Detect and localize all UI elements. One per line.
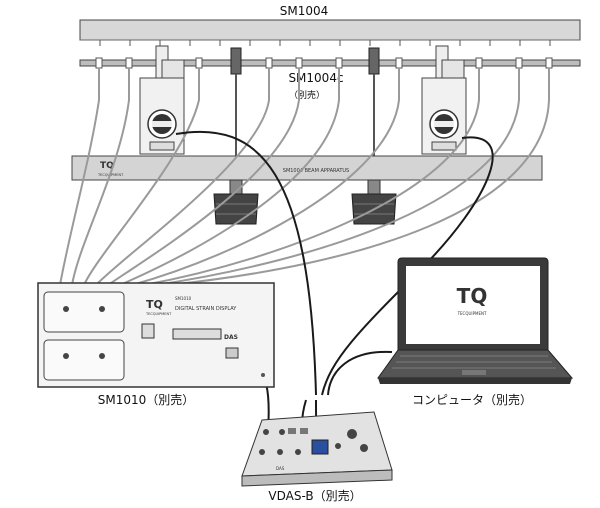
top-frame: [79, 19, 581, 46]
sm1010-model: SM1010: [175, 296, 192, 301]
label-vdas-b: VDAS-B（別売）: [268, 488, 361, 503]
sm1010-logo: TQ: [146, 298, 163, 311]
support-right: [421, 45, 467, 155]
laptop-brand: TECQUIPMENT: [457, 311, 487, 316]
sm1010-unit: TQ TECQUIPMENT SM1010 DIGITAL STRAIN DIS…: [37, 282, 275, 388]
plate-title: SM1004 BEAM APPARATUS: [283, 168, 349, 174]
vdas-b-box: DAS: [241, 411, 393, 487]
sm1010-brand: TECQUIPMENT: [145, 312, 172, 316]
gauge-cables: [59, 68, 550, 286]
vdas-port-label: DAS: [276, 466, 285, 471]
das-port-label: DAS: [224, 334, 238, 341]
plate-logo: TQ: [100, 161, 114, 171]
label-sm1004c-note: （別売）: [289, 89, 325, 101]
beam-rod: [79, 57, 581, 69]
laptop: TQ TECQUIPMENT: [377, 257, 574, 384]
label-sm1004: SM1004: [280, 4, 329, 18]
label-sm1010: SM1010（別売）: [98, 392, 195, 407]
label-sm1004c: SM1004c: [288, 71, 343, 85]
weight-left: [213, 179, 259, 225]
laptop-logo: TQ: [457, 284, 488, 308]
label-computer: コンピュータ（別売）: [412, 392, 532, 407]
base-plate: TQ TECQUIPMENT SM1004 BEAM APPARATUS: [71, 155, 543, 181]
support-left: [139, 45, 185, 155]
sm1010-title: DIGITAL STRAIN DISPLAY: [175, 306, 237, 312]
